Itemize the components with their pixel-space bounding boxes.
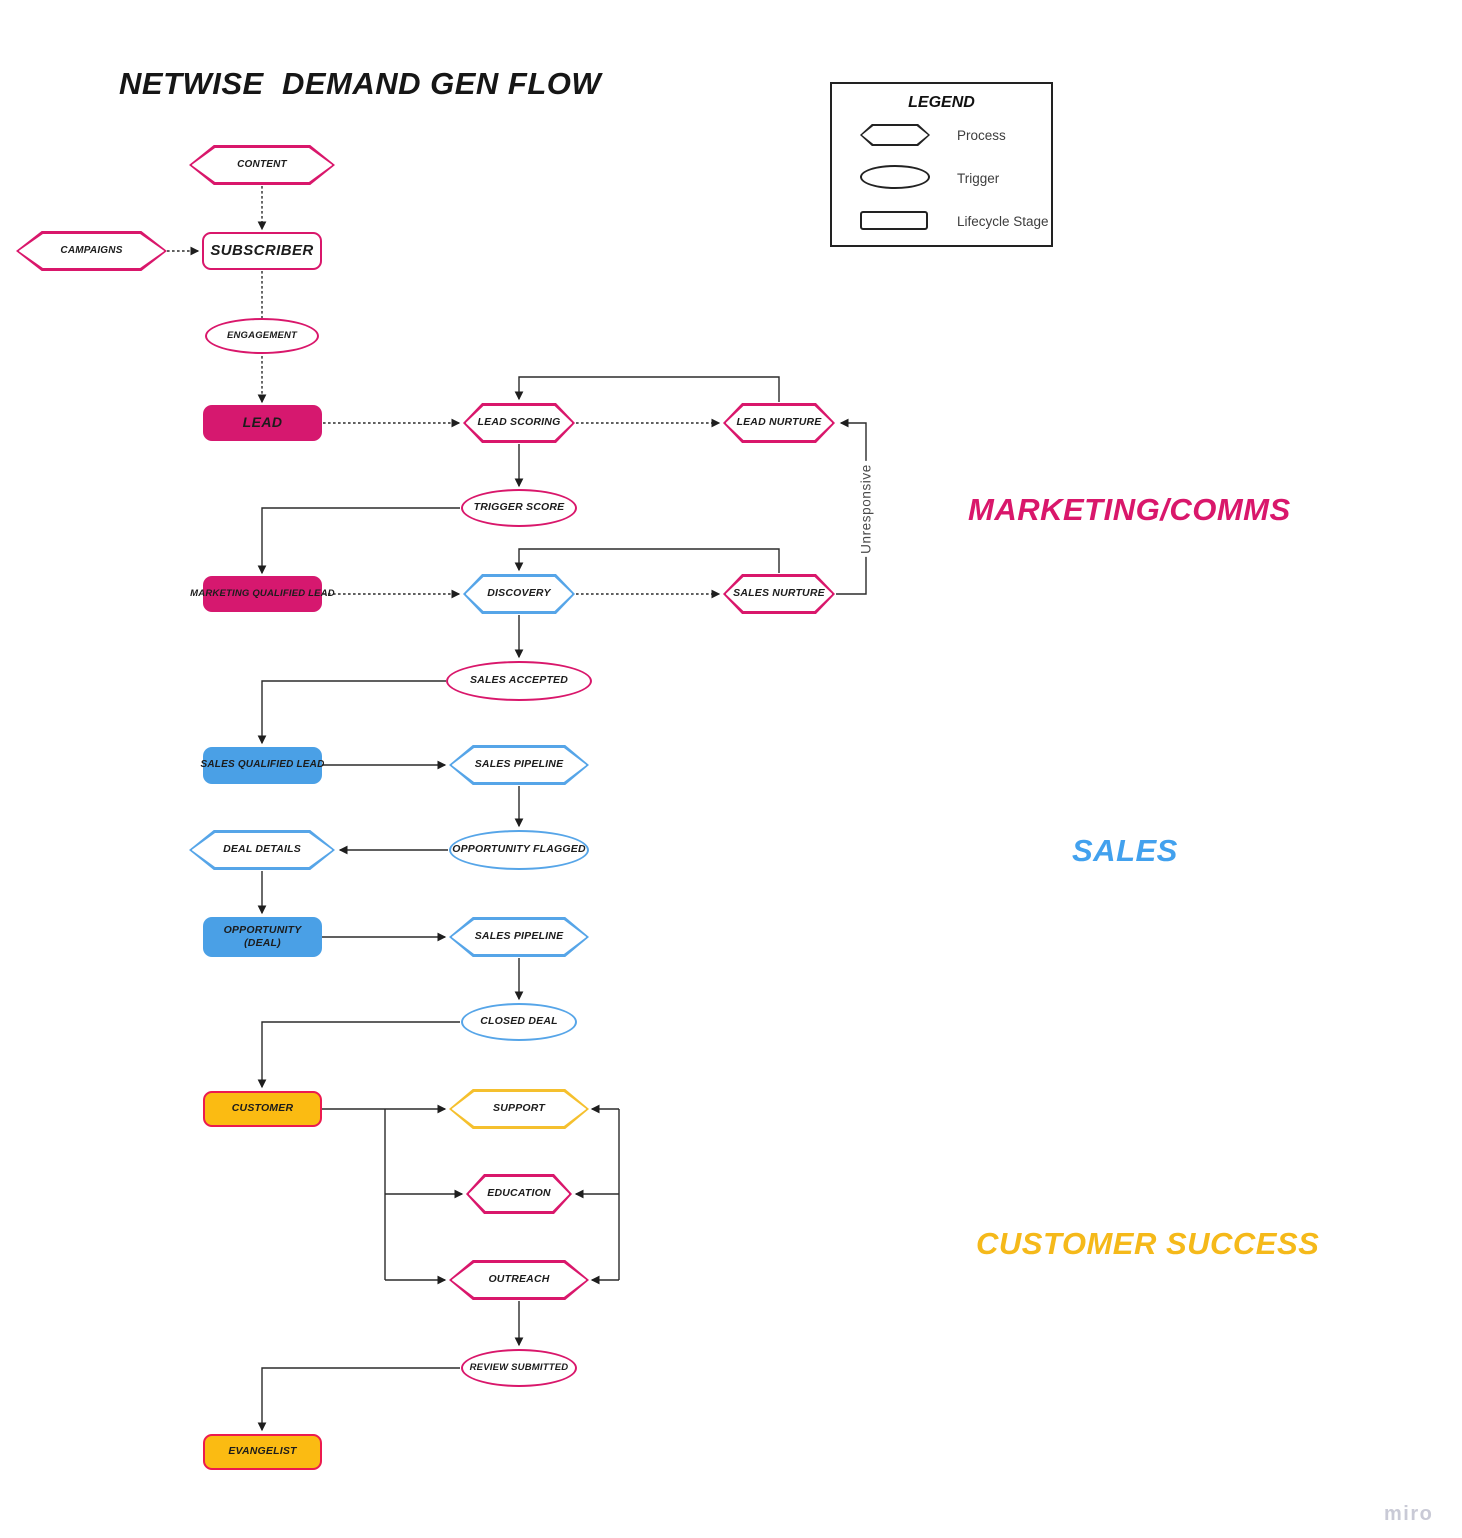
node-subscriber[interactable]: SUBSCRIBER: [202, 232, 322, 270]
node-label: OUTREACH: [488, 1273, 550, 1286]
node-label: ENGAGEMENT: [226, 330, 298, 342]
section-label-customer-success[interactable]: CUSTOMER SUCCESS: [976, 1226, 1320, 1261]
node-lead[interactable]: LEAD: [203, 405, 322, 441]
edge-leadnurture-leadscoring-loop: [514, 376, 780, 402]
legend-title: LEGEND: [908, 94, 975, 111]
node-label: TRIGGER SCORE: [473, 501, 565, 514]
node-label: DISCOVERY: [487, 587, 551, 600]
node-label: CAMPAIGNS: [60, 244, 123, 256]
node-label: DEAL DETAILS: [223, 843, 301, 856]
node-label: CONTENT: [237, 158, 287, 170]
node-label: MARKETING QUALIFIED LEAD: [190, 588, 335, 600]
node-trigger-score[interactable]: TRIGGER SCORE: [461, 489, 577, 527]
node-label: LEAD NURTURE: [736, 416, 822, 429]
node-label: EDUCATION: [487, 1187, 551, 1200]
edge-review-evangelist: [257, 1367, 460, 1432]
edge-salesnurture-discovery-loop: [514, 548, 780, 573]
node-sales-accepted[interactable]: SALES ACCEPTED: [446, 661, 592, 701]
node-label: LEAD SCORING: [477, 416, 561, 429]
node-lead-nurture[interactable]: LEAD NURTURE: [723, 403, 835, 443]
node-label: SALES ACCEPTED: [469, 674, 569, 687]
node-label: SALES PIPELINE: [474, 930, 564, 943]
legend-box[interactable]: LEGEND Process Trigger Lifecycle Stage: [830, 82, 1053, 247]
legend-rect-icon: [860, 211, 928, 230]
node-label: CLOSED DEAL: [480, 1015, 558, 1028]
node-campaigns[interactable]: CAMPAIGNS: [16, 231, 167, 271]
node-label: SUBSCRIBER: [210, 241, 314, 259]
node-review-submitted[interactable]: REVIEW SUBMITTED: [461, 1349, 577, 1387]
node-evangelist[interactable]: EVANGELIST: [203, 1434, 322, 1470]
node-label: CUSTOMER: [231, 1102, 294, 1115]
node-label: SALES QUALIFIED LEAD: [200, 759, 325, 771]
node-label: LEAD: [242, 414, 283, 431]
legend-ellipse-icon: [860, 165, 930, 189]
node-deal-details[interactable]: DEAL DETAILS: [189, 830, 335, 870]
node-outreach[interactable]: OUTREACH: [449, 1260, 589, 1300]
node-sales-pipeline-1[interactable]: SALES PIPELINE: [449, 745, 589, 785]
section-label-marketing[interactable]: MARKETING/COMMS: [968, 492, 1291, 527]
edge-closeddeal-customer: [257, 1021, 460, 1089]
section-label-sales[interactable]: SALES: [1072, 833, 1178, 868]
node-label: EVANGELIST: [228, 1445, 297, 1458]
legend-hexagon-icon: [860, 124, 930, 146]
node-label: SALES PIPELINE: [474, 758, 564, 771]
legend-label-trigger: Trigger: [957, 171, 1000, 186]
node-label: OPPORTUNITY FLAGGED: [452, 843, 586, 856]
edge-triggerscore-mql: [257, 507, 460, 575]
board-title[interactable]: NETWISE DEMAND GEN FLOW: [119, 66, 602, 101]
legend-label-process: Process: [957, 128, 1006, 143]
node-opportunity-flagged[interactable]: OPPORTUNITY FLAGGED: [449, 830, 589, 870]
node-label: SUPPORT: [493, 1102, 545, 1115]
node-label: OPPORTUNITY (DEAL): [223, 923, 302, 949]
node-lead-scoring[interactable]: LEAD SCORING: [463, 403, 575, 443]
edge-label-unresponsive: Unresponsive: [854, 461, 878, 557]
miro-watermark: miro: [1384, 1503, 1434, 1525]
node-label: REVIEW SUBMITTED: [469, 1362, 569, 1374]
node-discovery[interactable]: DISCOVERY: [463, 574, 575, 614]
node-support[interactable]: SUPPORT: [449, 1089, 589, 1129]
node-customer[interactable]: CUSTOMER: [203, 1091, 322, 1127]
node-engagement[interactable]: ENGAGEMENT: [205, 318, 319, 354]
legend-label-lifecycle: Lifecycle Stage: [957, 214, 1049, 229]
node-sales-pipeline-2[interactable]: SALES PIPELINE: [449, 917, 589, 957]
node-sales-qualified-lead[interactable]: SALES QUALIFIED LEAD: [200, 747, 325, 784]
node-marketing-qualified-lead[interactable]: MARKETING QUALIFIED LEAD: [190, 576, 335, 612]
node-sales-nurture[interactable]: SALES NURTURE: [723, 574, 835, 614]
node-label: SALES NURTURE: [733, 587, 825, 600]
node-closed-deal[interactable]: CLOSED DEAL: [461, 1003, 577, 1041]
node-education[interactable]: EDUCATION: [466, 1174, 572, 1214]
node-opportunity-deal[interactable]: OPPORTUNITY (DEAL): [203, 917, 322, 957]
node-content[interactable]: CONTENT: [189, 145, 335, 185]
edge-salesaccepted-sql: [257, 680, 446, 745]
